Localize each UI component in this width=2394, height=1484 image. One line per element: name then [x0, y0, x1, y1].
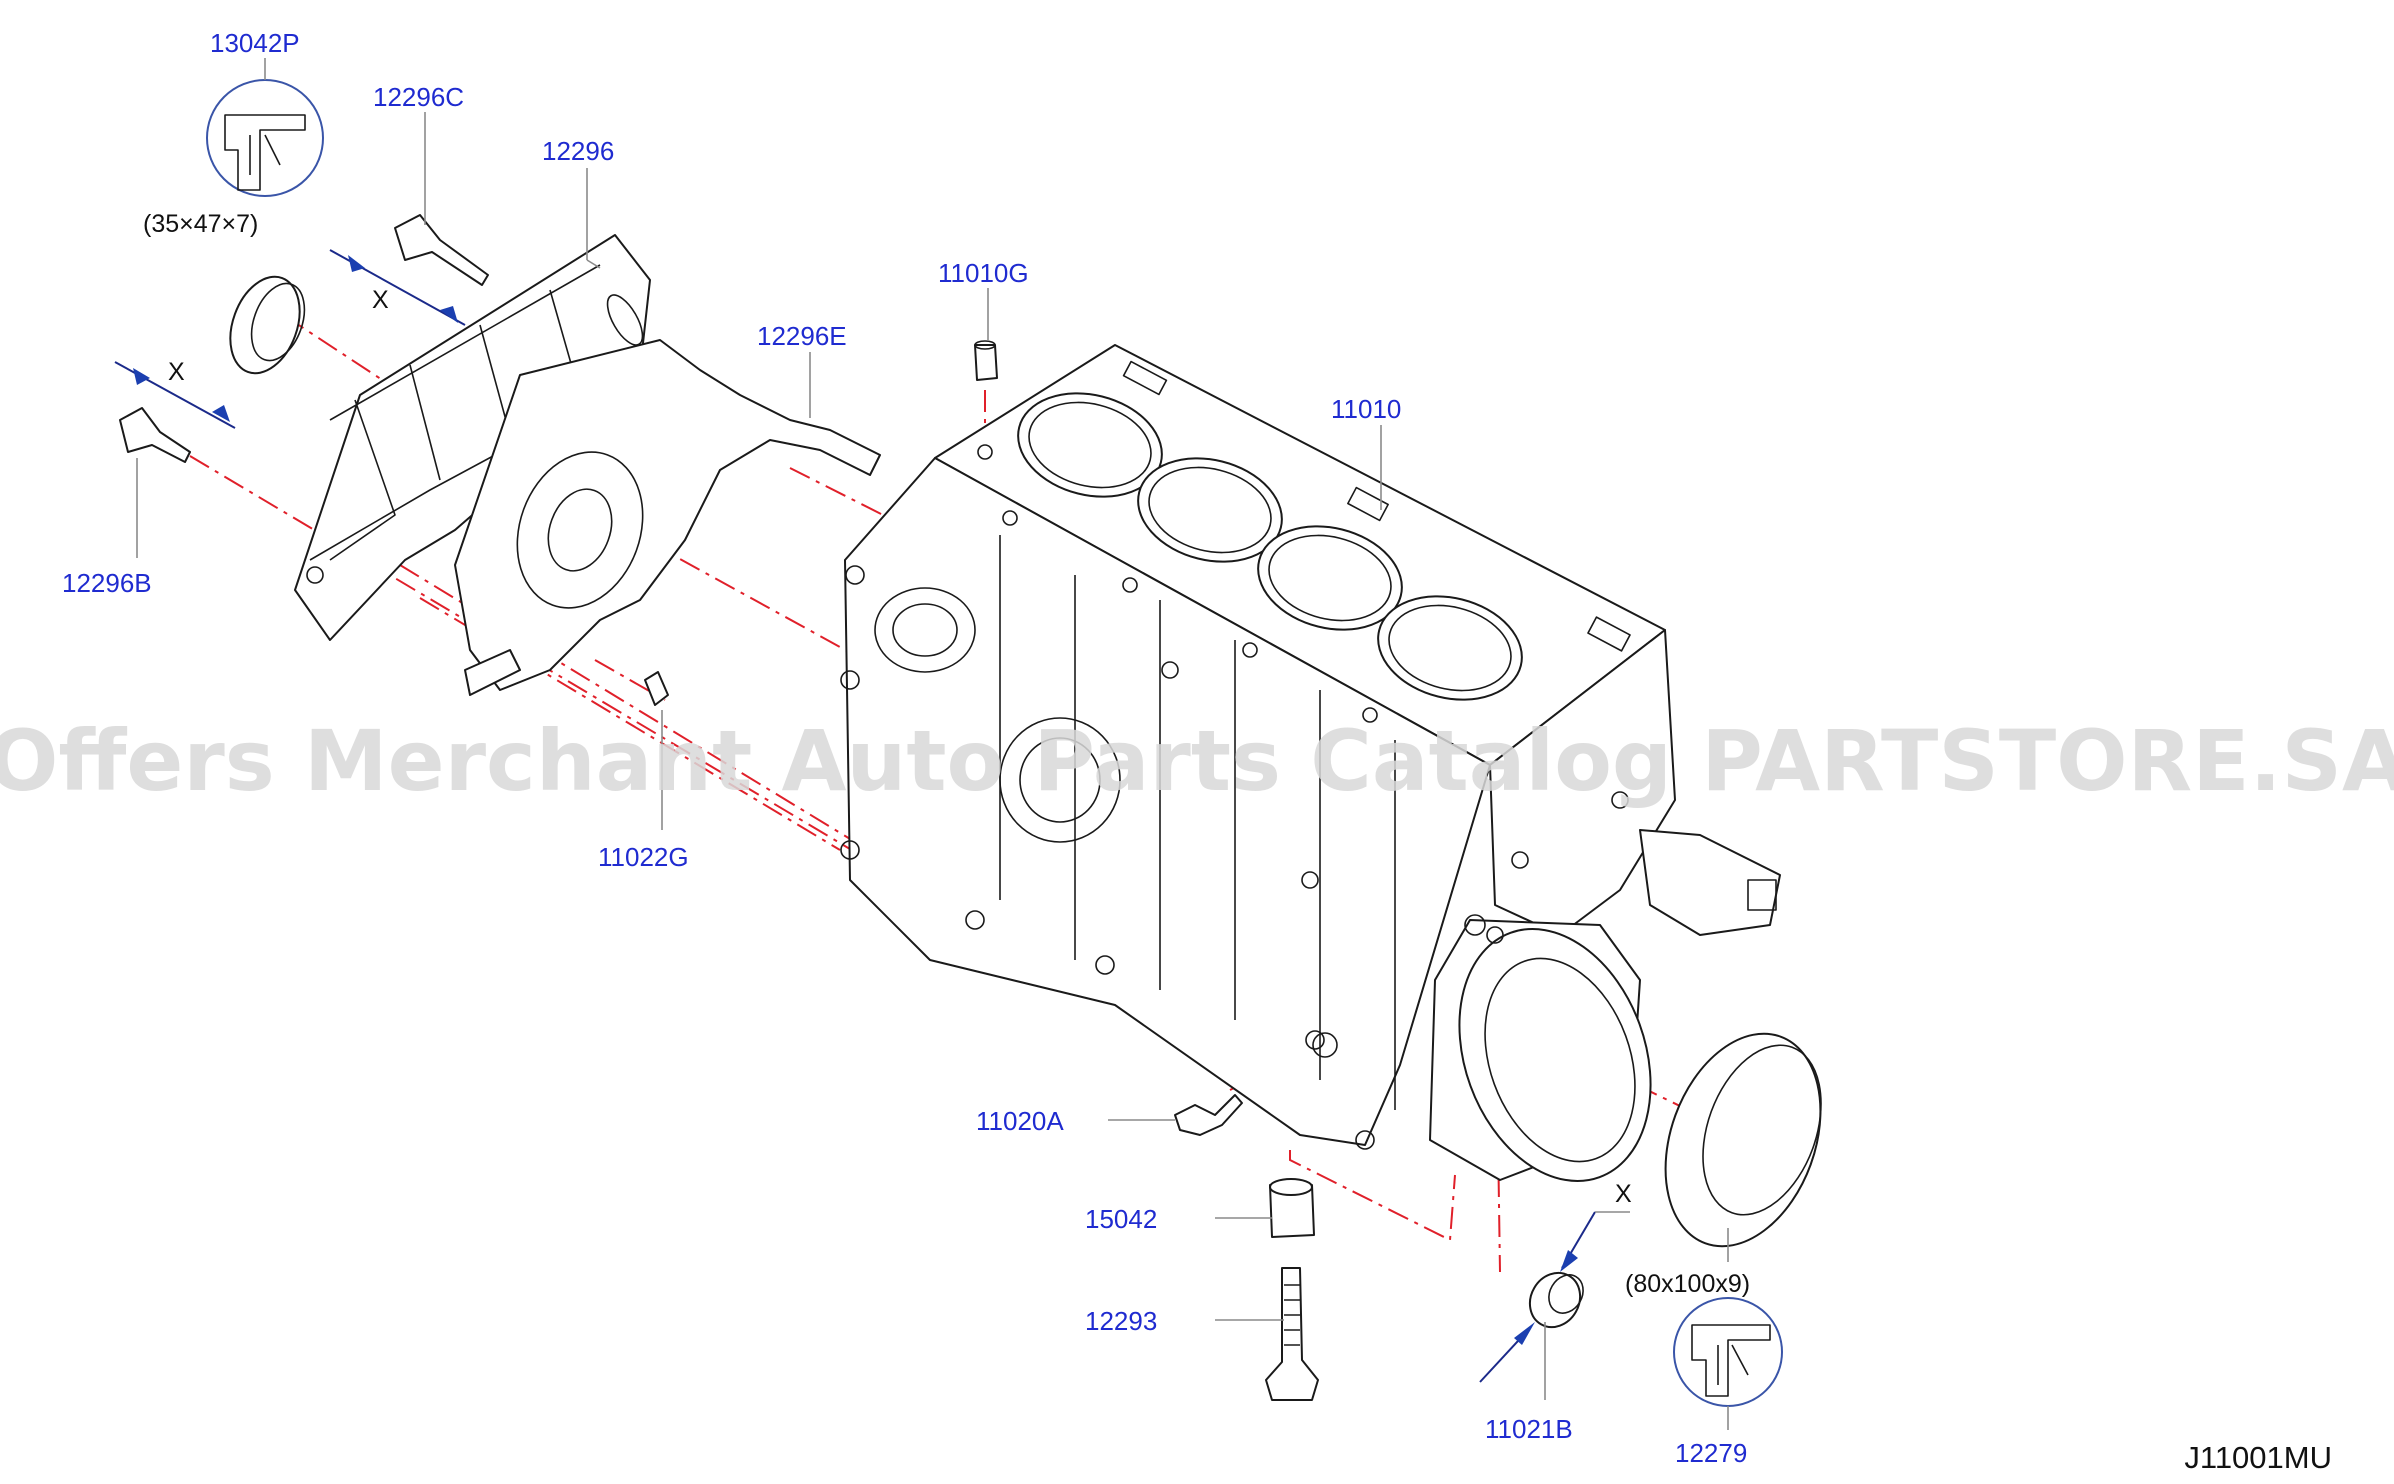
front-oil-seal[interactable] — [218, 267, 314, 383]
watermark: Offers Merchant Auto Parts Catalog PARTS… — [0, 712, 2394, 810]
label-11020A[interactable]: 11020A — [976, 1106, 1064, 1136]
leader-lines — [136, 58, 1729, 1430]
bolt-12296C[interactable] — [394, 214, 489, 286]
part-labels: 13042P 12296C 12296 11010G 12296E 11010 … — [62, 28, 1747, 1468]
dimension-x-3: X — [1615, 1180, 1632, 1208]
label-13042P[interactable]: 13042P — [210, 28, 300, 58]
dowel-11010G[interactable] — [974, 340, 998, 381]
rear-oil-seal[interactable] — [1638, 1012, 1849, 1268]
label-11021B[interactable]: 11021B — [1485, 1414, 1573, 1444]
collar-15042[interactable] — [1269, 1178, 1315, 1238]
seal-profile-12279 — [1673, 1297, 1783, 1407]
rear-seal-size: (80x100x9) — [1625, 1270, 1750, 1298]
dimension-arrows — [114, 249, 1630, 1383]
front-seal-size: (35×47×7) — [143, 210, 258, 238]
gasket-12296E[interactable] — [454, 339, 881, 696]
plug-11021B[interactable] — [1520, 1264, 1590, 1336]
stud-12293[interactable] — [1265, 1267, 1319, 1401]
label-15042[interactable]: 15042 — [1085, 1204, 1157, 1234]
label-12296E[interactable]: 12296E — [757, 321, 847, 351]
dimension-x-1: X — [372, 286, 389, 314]
label-12279[interactable]: 12279 — [1675, 1438, 1747, 1468]
label-12296B[interactable]: 12296B — [62, 568, 152, 598]
cylinder-block-11010[interactable] — [840, 344, 1781, 1208]
seal-profile-13042P — [206, 79, 324, 197]
plug-11022G[interactable] — [644, 671, 669, 706]
label-12296[interactable]: 12296 — [542, 136, 614, 166]
front-cover-12296[interactable] — [294, 234, 651, 641]
bolt-12296B[interactable] — [119, 407, 191, 463]
diagram-code: J11001MU — [2184, 1440, 2332, 1475]
dimension-x-2: X — [168, 358, 185, 386]
label-12296C[interactable]: 12296C — [373, 82, 464, 112]
label-11022G[interactable]: 11022G — [598, 842, 689, 872]
label-12293[interactable]: 12293 — [1085, 1306, 1157, 1336]
label-11010G[interactable]: 11010G — [938, 258, 1029, 288]
label-11010[interactable]: 11010 — [1331, 394, 1401, 424]
bolt-11020A[interactable] — [1174, 1094, 1243, 1136]
